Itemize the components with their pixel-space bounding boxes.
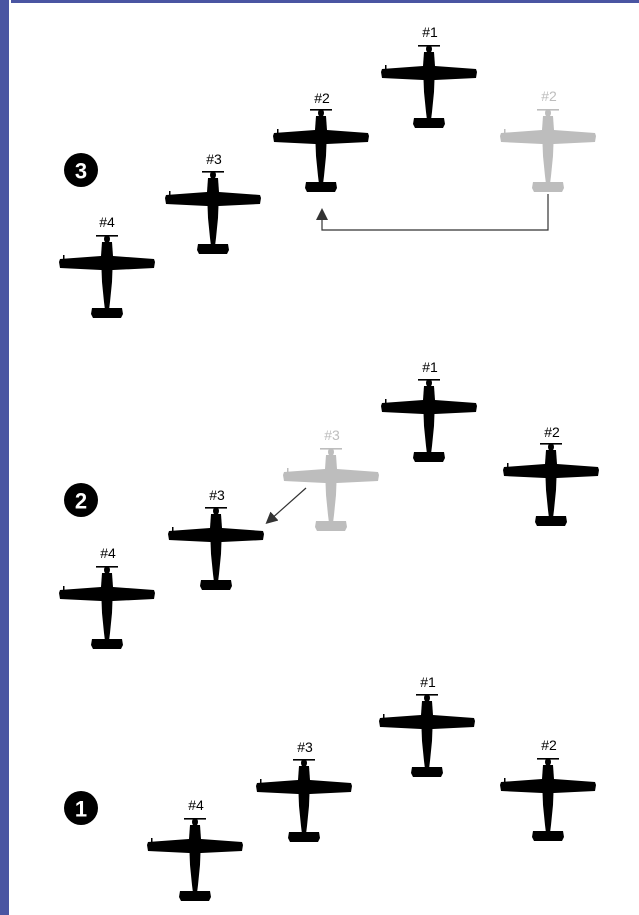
airplane-icon — [500, 109, 596, 192]
step-1-plane-1: #1 — [379, 674, 475, 777]
airplane-icon — [381, 45, 477, 128]
step-1-plane-4-label: #4 — [188, 797, 204, 813]
step-1-plane-3-label: #3 — [297, 739, 313, 755]
step-2-plane-2-label: #2 — [544, 424, 560, 440]
airplane-icon — [165, 171, 261, 254]
step-3-plane-2-label: #2 — [314, 90, 330, 106]
step-2-plane-4-label: #4 — [100, 545, 116, 561]
step-1-plane-3: #3 — [256, 739, 352, 842]
step-3-plane-2: #2 — [273, 90, 369, 192]
step-2-plane-1: #1 — [381, 359, 477, 462]
step-3-group: 3 #1 #2 #3 #4 #2 — [59, 24, 596, 318]
step-2-plane-3-label: #3 — [209, 487, 225, 503]
step-3-plane-1: #1 — [381, 24, 477, 128]
step-3-plane-2-ghost: #2 — [500, 88, 596, 192]
step-2-plane-1-label: #1 — [422, 359, 438, 375]
step-2-ghost-label: #3 — [324, 427, 340, 443]
step-3-plane-4-label: #4 — [99, 214, 115, 230]
airplane-icon — [379, 694, 475, 777]
airplane-icon — [503, 443, 599, 526]
step-2-move-arrow — [265, 487, 307, 524]
step-1-plane-2: #2 — [500, 737, 596, 841]
airplane-icon — [147, 818, 243, 901]
airplane-icon — [59, 566, 155, 649]
airplane-icon — [381, 379, 477, 462]
step-3-badge — [64, 153, 98, 187]
airplane-icon — [168, 507, 264, 590]
step-2-number: 2 — [75, 489, 87, 514]
step-3-move-arrow — [316, 194, 549, 231]
step-3-plane-1-label: #1 — [422, 24, 438, 40]
step-2-plane-3: #3 — [168, 487, 264, 590]
step-2-badge — [64, 483, 98, 517]
step-1-number: 1 — [75, 797, 87, 822]
airplane-icon — [283, 448, 379, 531]
airplane-icon — [256, 759, 352, 842]
frame-left-border — [0, 0, 9, 915]
step-1-badge — [64, 791, 98, 825]
frame-left-gap — [9, 0, 11, 915]
step-3-number: 3 — [75, 159, 87, 184]
step-3-plane-3: #3 — [165, 151, 261, 254]
step-2-plane-3-ghost: #3 — [283, 427, 379, 531]
step-1-plane-1-label: #1 — [420, 674, 436, 690]
step-1-group: 1 #1 #2 #3 #4 — [64, 674, 596, 901]
step-1-plane-4: #4 — [147, 797, 243, 901]
step-1-plane-2-label: #2 — [541, 737, 557, 753]
airplane-icon — [59, 235, 155, 318]
step-3-ghost-label: #2 — [541, 88, 557, 104]
step-2-plane-2: #2 — [503, 424, 599, 526]
step-2-plane-4: #4 — [59, 545, 155, 649]
frame-top-border — [0, 0, 639, 3]
step-3-plane-4: #4 — [59, 214, 155, 318]
airplane-icon — [500, 758, 596, 841]
step-2-group: 2 #1 #2 #3 #4 #3 — [59, 359, 599, 649]
airplane-icon — [273, 109, 369, 192]
step-3-plane-3-label: #3 — [206, 151, 222, 167]
